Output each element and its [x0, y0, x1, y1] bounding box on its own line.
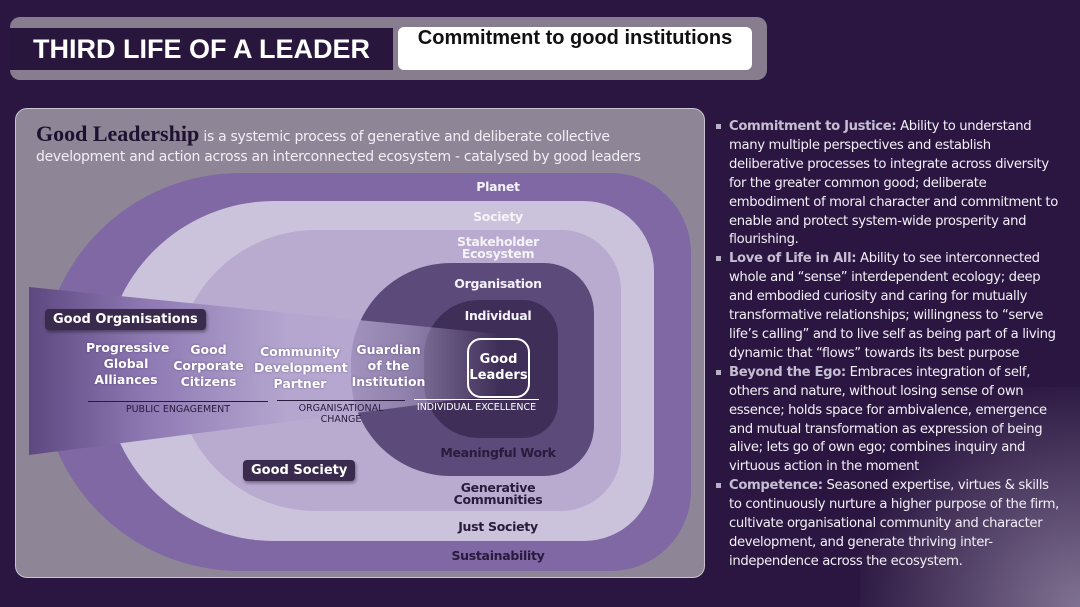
bullet-title: Commitment to Justice: [729, 119, 897, 134]
intro-bold: Good Leadership [36, 121, 200, 146]
bullet-text: Embraces integration of self, others and… [729, 364, 1047, 475]
bullet-commitment-to-justice: Commitment to Justice: Ability to unders… [714, 118, 1064, 250]
diagram-panel: Good Leadership is a systemic process of… [15, 108, 705, 578]
role-community-development-partner: Community Development Partner [254, 344, 348, 391]
bullet-competence: Competence: Seasoned expertise, virtues … [714, 477, 1064, 572]
label-society: Society [473, 209, 523, 224]
label-individual: Individual [464, 308, 532, 323]
role-progressive-global-alliances: Progressive Global Alliances [86, 340, 170, 387]
bullet-text: Seasoned expertise, virtues & skills to … [729, 478, 1059, 569]
bullet-title: Competence: [729, 478, 823, 494]
slide-subtitle: Commitment to good institutions [398, 27, 752, 70]
section-organisational-change: ORGANISATIONAL CHANGE [277, 400, 405, 425]
tag-good-organisations: Good Organisations [45, 309, 206, 330]
good-leaders-box: Good Leaders [467, 338, 530, 398]
label-planet: Planet [476, 179, 520, 194]
bullet-text: Ability to see interconnected whole and … [729, 251, 1056, 361]
label-sustainability: Sustainability [451, 548, 545, 563]
label-organisation: Organisation [454, 276, 542, 291]
label-generative-communities: Generative Communities [453, 480, 543, 507]
background-glow [860, 387, 1080, 607]
bullet-love-of-life: Love of Life in All: Ability to see inte… [714, 250, 1064, 363]
bullet-title: Love of Life in All: [729, 251, 857, 267]
bullet-beyond-the-ego: Beyond the Ego: Embraces integration of … [714, 364, 1064, 477]
role-guardian-of-the-institution: Guardian of the Institution [351, 342, 426, 389]
section-individual-excellence: INDIVIDUAL EXCELLENCE [414, 399, 539, 413]
role-good-corporate-citizens: Good Corporate Citizens [173, 342, 244, 389]
section-public-engagement: PUBLIC ENGAGEMENT [88, 401, 268, 415]
bullet-text: Ability to understand many multiple pers… [729, 119, 1058, 248]
bullet-title: Beyond the Ego: [729, 364, 846, 380]
label-just-society: Just Society [458, 519, 538, 534]
label-stakeholder: Stakeholder Ecosystem [457, 234, 539, 261]
label-meaningful-work: Meaningful Work [440, 445, 556, 460]
intro-text: Good Leadership is a systemic process of… [36, 121, 696, 167]
tag-good-society: Good Society [243, 460, 356, 481]
attributes-list: Commitment to Justice: Ability to unders… [714, 118, 1064, 572]
slide-title: THIRD LIFE OF A LEADER [10, 28, 393, 70]
intro-body: is a systemic process of generative and … [36, 129, 641, 165]
